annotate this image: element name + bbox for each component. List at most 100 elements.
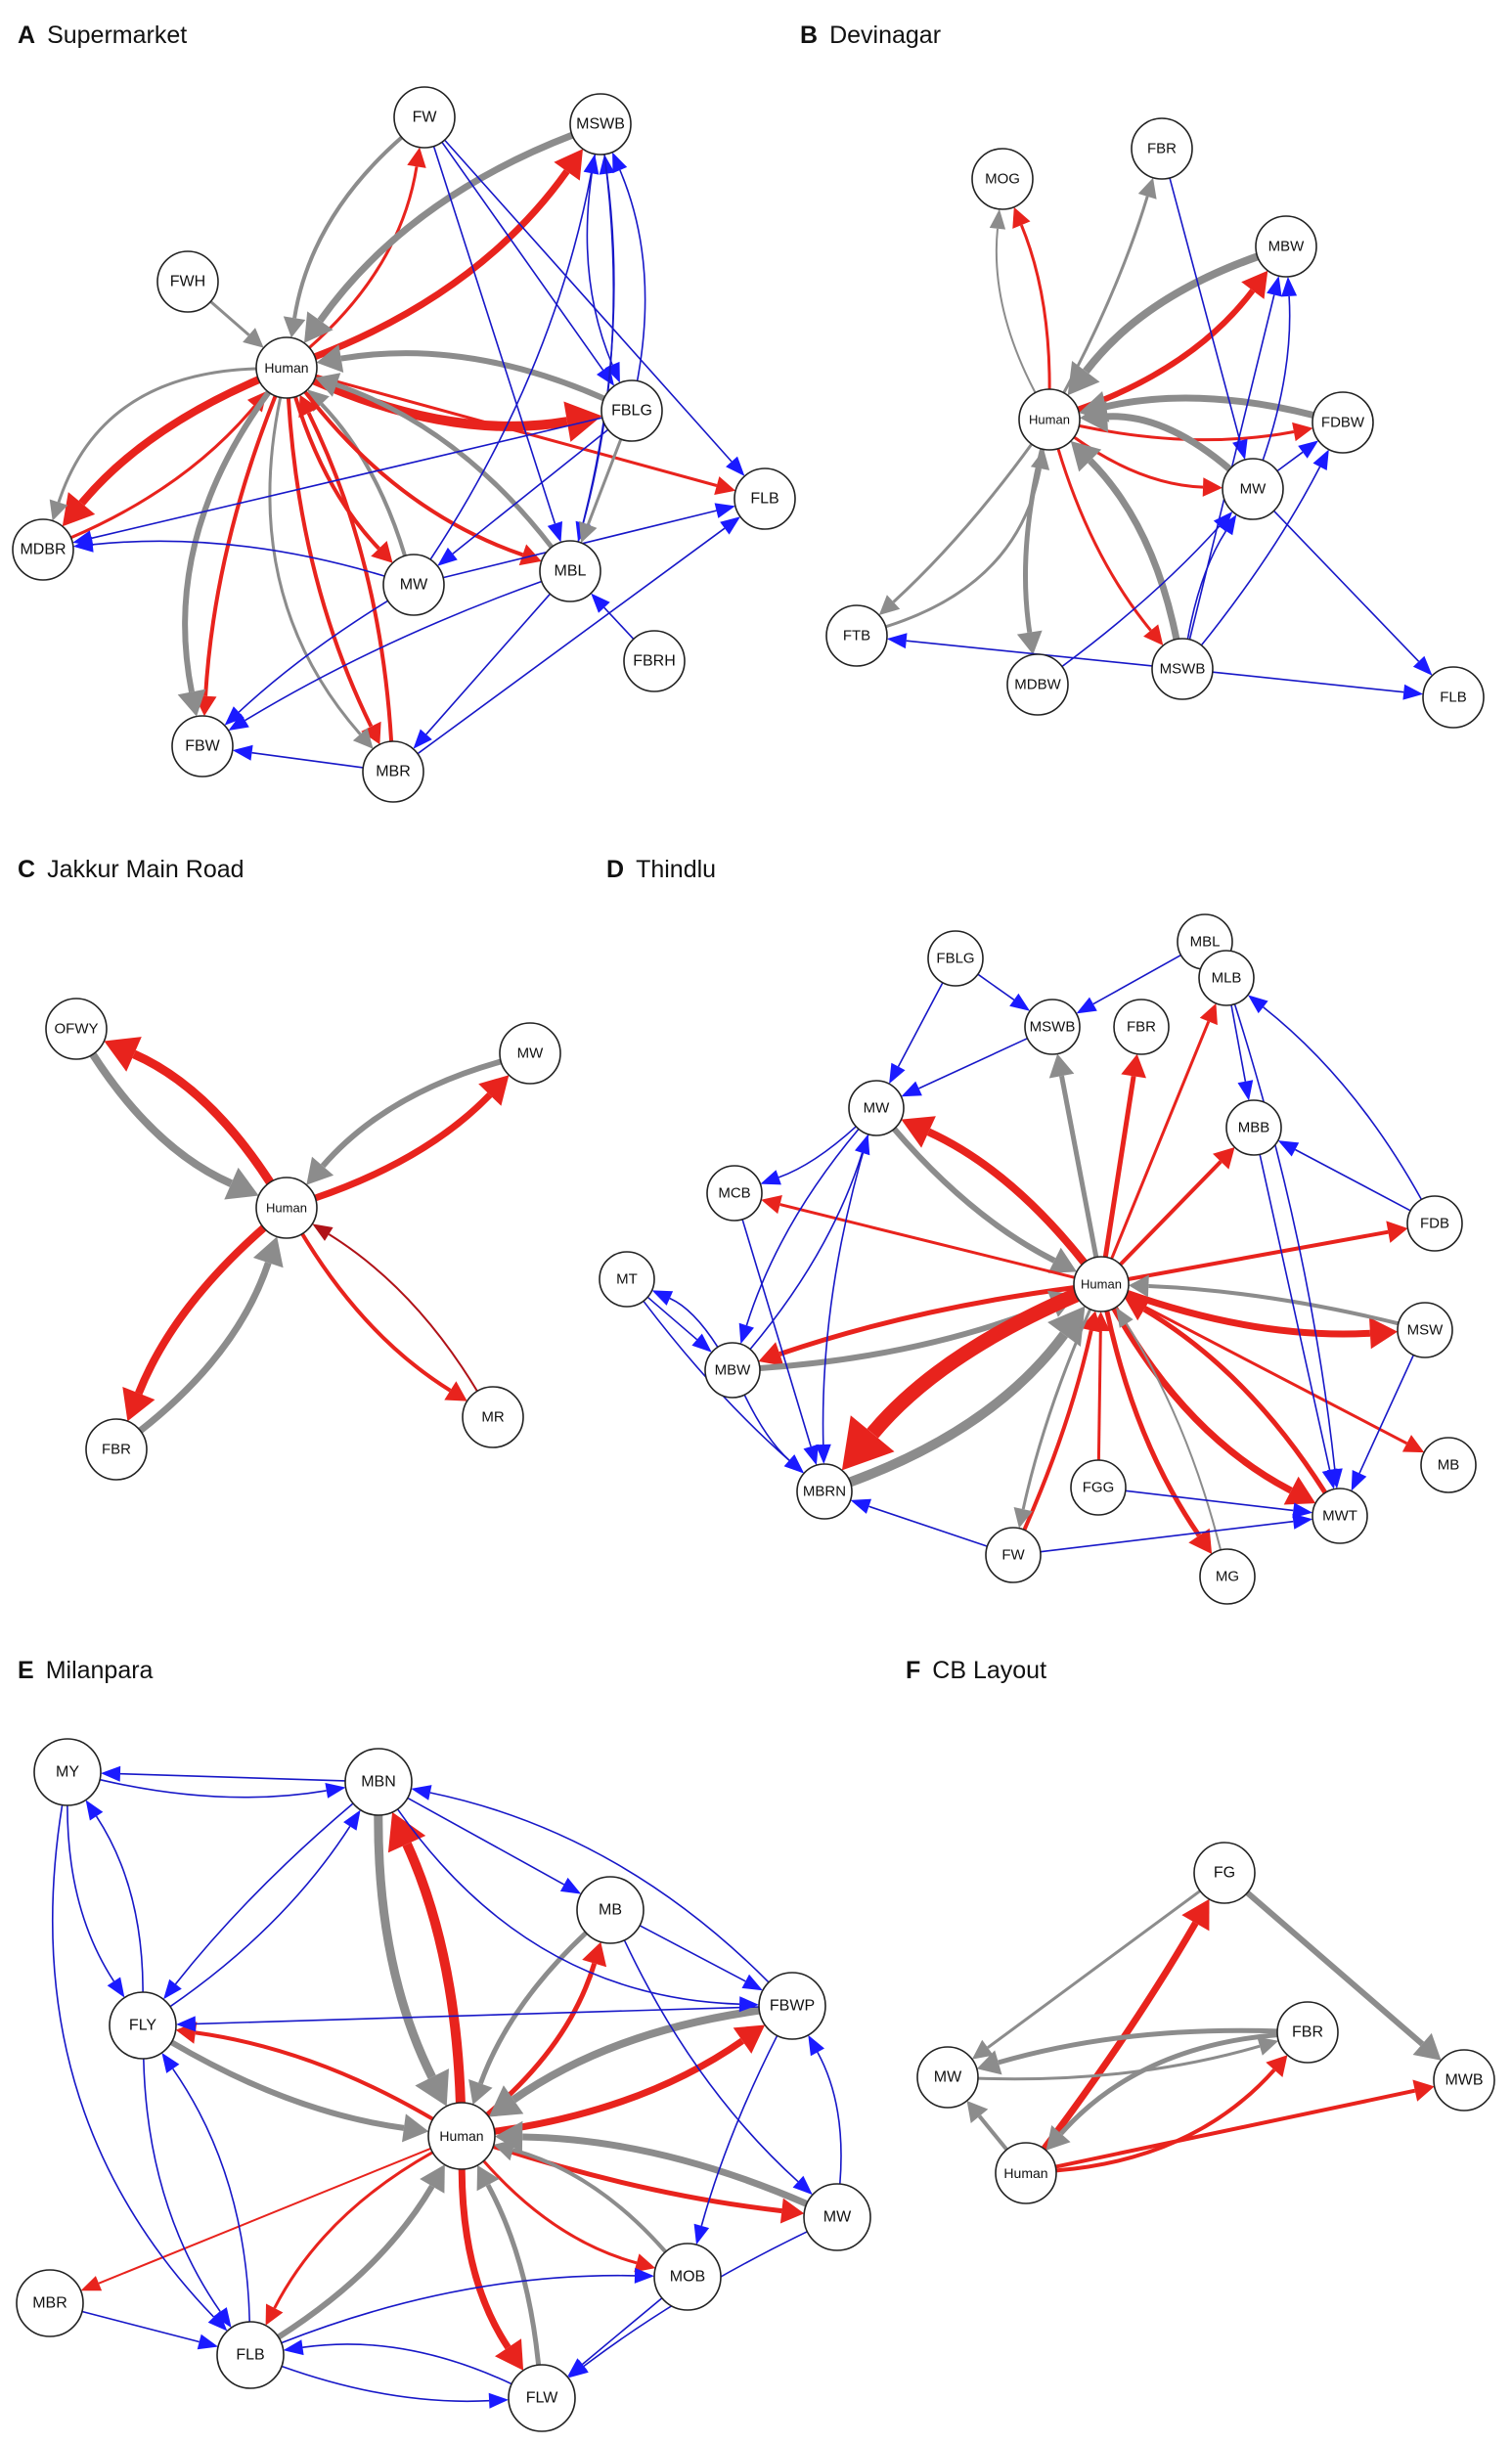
edge-line: [1125, 1322, 1223, 1551]
edge-arrowhead: [213, 2307, 232, 2329]
edge-MBR-to-FBW: [232, 744, 364, 769]
edge-arrowhead: [407, 147, 426, 168]
node-fbr: FBR: [85, 1418, 148, 1481]
node-label: OFWY: [55, 1021, 99, 1038]
edge-line: [89, 1051, 234, 1187]
panel-title: CB Layout: [932, 1657, 1046, 1684]
node-mdbw: MDBW: [1006, 653, 1069, 716]
node-circle: [971, 148, 1034, 210]
edge-line: [315, 374, 718, 487]
node-flb: FLB: [1422, 666, 1485, 729]
edge-line: [277, 2184, 435, 2340]
edge-arrowhead: [493, 2139, 516, 2161]
node-circle: [1397, 1302, 1453, 1358]
edge-line: [273, 2151, 434, 2309]
edge-arrowhead: [651, 1290, 674, 1306]
edge-arrowhead: [889, 1062, 906, 1085]
edge-line: [1056, 448, 1152, 632]
edge-line: [169, 1825, 351, 2008]
edge-line: [778, 1285, 1075, 1356]
edge-FTB-to-Human: [885, 449, 1050, 629]
edge-arrowhead: [591, 593, 610, 613]
edge-line: [444, 139, 733, 463]
node-mb: MB: [576, 1876, 645, 1944]
edge-arrowhead: [371, 541, 393, 563]
edge-FBR-to-Human: [1045, 2032, 1278, 2151]
node-mswb: MSWB: [1151, 638, 1214, 700]
edge-MCB-to-MBRN: [741, 1219, 819, 1466]
edge-line: [1054, 2088, 1416, 2169]
edge-arrowhead: [714, 503, 735, 518]
node-circle: [16, 2269, 84, 2337]
edge-arrowhead: [122, 1387, 156, 1422]
edge-arrowhead: [177, 689, 206, 717]
edge-arrowhead: [361, 721, 381, 745]
edge-line: [700, 2034, 778, 2227]
edge-line: [995, 228, 1037, 394]
edge-line: [1125, 1295, 1408, 1445]
node-circle: [499, 1022, 561, 1085]
node-human: Human: [427, 2102, 496, 2170]
node-circle: [704, 1342, 761, 1399]
edge-line: [429, 172, 593, 560]
edge-Human-to-MG: [1104, 1310, 1213, 1554]
node-circle: [706, 1165, 763, 1222]
edge-arrowhead: [306, 1156, 334, 1185]
node-mwt: MWT: [1312, 1488, 1368, 1544]
edge-MB-to-MW: [623, 1939, 813, 2196]
edge-MBN-to-MY: [101, 1765, 346, 1782]
edge-line: [1148, 1284, 1400, 1326]
edge-Human-to-MOG: [989, 208, 1037, 394]
node-label: MSW: [1407, 1322, 1445, 1339]
edge-line: [1041, 1921, 1199, 2152]
edge-Human-to-MR: [300, 1232, 467, 1401]
node-mw: MW: [803, 2183, 871, 2251]
edge-arrowhead: [1070, 441, 1102, 472]
edge-FBR-to-Human: [138, 1236, 284, 1434]
edge-MBB-to-MWT: [1259, 1154, 1338, 1489]
node-mbl: MBL: [539, 540, 601, 602]
edge-arrowhead: [604, 361, 620, 383]
node-circle: [216, 2321, 285, 2389]
edge-FBR-to-MW: [1169, 177, 1248, 461]
edge-line: [203, 395, 278, 696]
edge-arrowhead: [1232, 438, 1248, 461]
edge-FBWP-to-MOB: [693, 2034, 778, 2245]
node-label: FW: [413, 110, 438, 126]
edge-line: [1020, 224, 1051, 390]
edge-line: [639, 1925, 746, 1982]
edge-arrowhead: [243, 328, 264, 348]
edge-arrowhead: [1076, 997, 1097, 1014]
edge-line: [977, 2114, 1008, 2152]
edge-line: [492, 2144, 782, 2214]
node-label: MW: [823, 2209, 852, 2226]
node-flb: FLB: [216, 2321, 285, 2389]
node-circle: [1070, 1459, 1127, 1516]
node-label: FBRH: [633, 653, 676, 670]
edge-line: [906, 640, 1153, 667]
node-mw: MW: [499, 1022, 561, 1085]
edge-arrowhead: [760, 1170, 781, 1185]
node-mbb: MBB: [1225, 1099, 1282, 1156]
edge-MSWB-to-Human: [304, 131, 574, 343]
edge-Human-to-MSWB: [1048, 1053, 1099, 1258]
node-circle: [985, 1527, 1042, 1583]
edge-line: [138, 1262, 272, 1434]
edge-arrowhead: [107, 1977, 125, 1998]
node-circle: [1276, 2001, 1339, 2064]
edge-FDB-to-MLB: [1248, 995, 1423, 1200]
edge-arrowhead: [518, 544, 542, 566]
node-circle: [539, 540, 601, 602]
node-human: Human: [995, 2142, 1057, 2204]
edge-arrowhead: [966, 2101, 989, 2123]
edge-line: [1276, 451, 1304, 472]
node-label: FBLG: [936, 951, 974, 967]
edge-FLY-to-FLB: [143, 2058, 232, 2329]
edge-MBL-to-Human: [315, 373, 555, 550]
node-circle: [1006, 653, 1069, 716]
edge-MSWB-to-MBL: [575, 154, 615, 543]
edge-arrowhead: [488, 2392, 509, 2409]
edge-line: [195, 2006, 760, 2025]
edge-arrowhead: [582, 1941, 607, 1968]
edge-line: [328, 1233, 478, 1393]
